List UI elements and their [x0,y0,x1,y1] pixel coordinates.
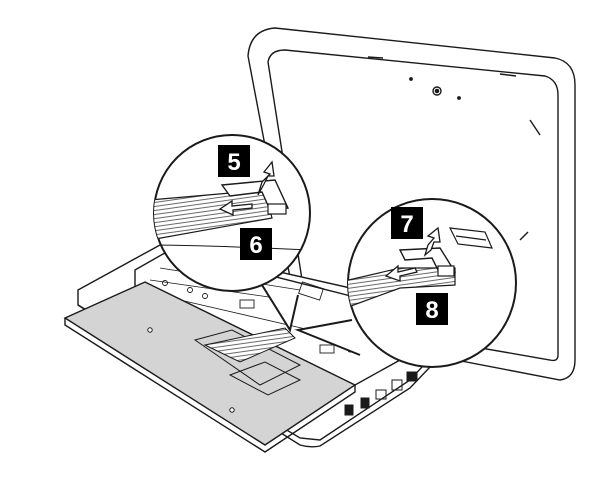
display-screen [267,49,559,362]
arrow-lift-icon-right [423,226,441,257]
svg-text:7: 7 [400,211,413,238]
ribbon-cable-right [348,267,456,311]
keyboard-backplate-patch [193,329,302,386]
svg-text:8: 8 [425,297,438,324]
arrow-pull-icon-right [384,264,418,282]
svg-text:5: 5 [227,149,240,176]
keyboard [63,281,357,453]
keyboard-cable [203,327,296,363]
step-label-7: 7 [391,207,423,239]
step-label-6: 6 [240,228,272,260]
arrow-lift-icon-left [257,160,275,196]
svg-text:6: 6 [249,232,262,259]
step-label-5: 5 [218,145,250,177]
step-label-8: 8 [416,293,448,325]
arrow-pull-icon-left [218,199,253,217]
side-ports [344,371,418,416]
ribbon-cable-left [154,189,273,241]
motherboard-connector [448,227,493,249]
